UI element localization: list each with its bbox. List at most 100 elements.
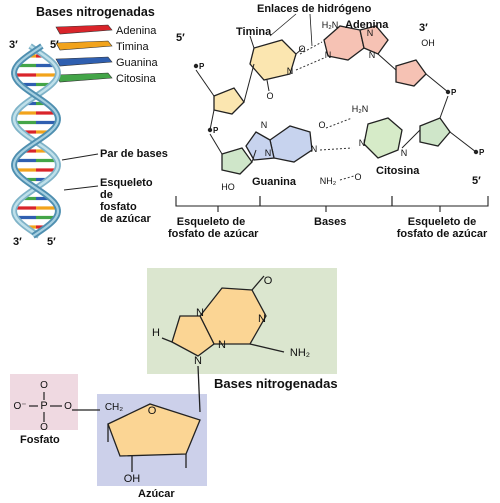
bracket-right-label: Esqueleto de fosfato de azúcar <box>396 216 488 240</box>
helix-end-5-bottom: 5′ <box>47 236 56 248</box>
phosphate-o-bottom-label: O <box>40 422 48 433</box>
phosphate-label: Fosfato <box>20 434 60 446</box>
legend-label-thymine: Timina <box>116 41 149 53</box>
adenine-n9-label: N <box>369 50 376 60</box>
thymine-co2-bond <box>266 79 270 92</box>
cytosine-n1-label: N <box>401 148 408 158</box>
thymine-o2-label: O <box>266 91 273 101</box>
cytosine-n3-label: N <box>359 138 366 148</box>
backbone-pointer <box>63 185 99 191</box>
base-pair-pointer <box>61 153 99 161</box>
guanine-n9-label: N <box>265 148 272 158</box>
legend-swatch-cytosine <box>55 72 113 83</box>
hydrogen-bond-4 <box>319 147 353 151</box>
sugar-hydroxyl-right: OH <box>421 38 435 48</box>
thymine-co-bond <box>295 47 304 55</box>
hbond-pointer-2 <box>309 13 313 47</box>
purine-amine-label: NH₂ <box>290 347 310 359</box>
adenine-n1-label: N <box>325 50 332 60</box>
adenine-n7-label: N <box>367 28 374 38</box>
purine-oxygen-label: O <box>264 275 273 287</box>
cytosine-ring <box>363 117 403 159</box>
end-5-left: 5′ <box>176 32 185 44</box>
phosphate-left-bottom-label: P <box>213 126 219 135</box>
glycosidic-bond-thymine <box>243 63 255 103</box>
thymine-n3-label: N <box>287 66 294 76</box>
phosphate-o-top-label: O <box>40 380 48 391</box>
end-5-right: 5′ <box>472 175 481 187</box>
legend-label-guanine: Guanina <box>116 57 158 69</box>
glycosidic-bond-guanine <box>251 149 257 163</box>
backbone-link-3 <box>209 133 223 155</box>
backbone-link-4 <box>425 73 449 93</box>
helix-end-3-top: 3′ <box>9 39 18 51</box>
legend-swatch-thymine <box>55 40 113 51</box>
purine-co-bond <box>251 275 265 291</box>
sugar-ring-right-top <box>395 59 427 87</box>
phosphate-o-right-label: O <box>64 401 72 412</box>
sugar-ring-oxygen: O <box>148 405 157 417</box>
hbond-pointer-1 <box>269 13 297 37</box>
purine-ch-bond <box>161 337 173 343</box>
sugar-ring-left-bottom <box>221 147 253 175</box>
adenine-label: Adenina <box>345 19 389 31</box>
purine-five-ring <box>171 315 215 357</box>
legend-label-cytosine: Citosina <box>116 73 156 85</box>
hydrogen-bond-2 <box>295 57 325 71</box>
sugar-hydroxyl-label: OH <box>124 473 141 485</box>
thymine-methyl-bond <box>249 35 255 49</box>
hydrogen-bonds-label: Enlaces de hidrógeno <box>257 3 372 15</box>
nucleotide-base-label: Bases nitrogenadas <box>214 376 338 391</box>
nucleotide-glycosidic-bond <box>197 365 201 413</box>
purine-n9-label: N <box>194 355 202 367</box>
phosphate-right-top-label: P <box>451 88 457 97</box>
purine-n7-label: N <box>196 307 204 319</box>
helix-backbone-strand-2-highlight <box>13 45 59 237</box>
guanine-amine-label: NH₂ <box>320 176 337 186</box>
cytosine-label: Citosina <box>376 165 420 177</box>
thymine-label: Timina <box>236 26 272 38</box>
sugar-ring-left-top <box>213 87 245 115</box>
legend-swatch-guanine <box>55 56 113 67</box>
glycosidic-bond-cytosine <box>401 129 421 149</box>
guanine-o-label: O <box>318 120 325 130</box>
backbone-link-6 <box>449 131 477 153</box>
bracket-left-label: Esqueleto de fosfato de azúcar <box>168 216 259 240</box>
phosphate-o-left-label: O⁻ <box>13 401 26 412</box>
guanine-label: Guanina <box>252 176 297 188</box>
phosphate-left-top <box>193 63 199 69</box>
purine-n1-label: N <box>258 313 266 325</box>
sugar-ch2-label: CH₂ <box>105 402 123 413</box>
legend-label-adenine: Adenina <box>116 25 157 37</box>
guanine-n7-label: N <box>261 120 268 130</box>
purine-n3-label: N <box>218 339 226 351</box>
bracket-backbone-left <box>175 196 261 212</box>
phosphate-p-label: P <box>40 400 47 412</box>
adenine-amine-label: H₂N <box>322 20 339 30</box>
phosphate-left-top-label: P <box>199 62 205 71</box>
helix-end-3-bottom: 3′ <box>13 236 22 248</box>
bracket-backbone-right <box>391 196 489 212</box>
legend-title: Bases nitrogenadas <box>36 5 155 19</box>
purine-h-label: H <box>152 327 160 339</box>
hydrogen-bond-1 <box>299 41 323 55</box>
sugar-label: Azúcar <box>138 488 175 500</box>
base-pair-label: Par de bases <box>100 148 168 160</box>
sugar-pentagon <box>107 403 201 457</box>
helix-end-5-top: 5′ <box>50 39 59 51</box>
guanine-n1-label: N <box>311 144 318 154</box>
backbone-link-1 <box>195 69 215 97</box>
backbone-link-5 <box>439 95 449 119</box>
thymine-ring <box>249 39 297 81</box>
bracket-bases <box>259 196 393 212</box>
adenine-five-ring <box>359 25 389 55</box>
backbone-link-2 <box>209 109 215 131</box>
sugar-hydroxyl-left: HO <box>221 182 235 192</box>
guanine-five-ring <box>245 131 275 161</box>
hydrogen-bond-5 <box>339 175 355 181</box>
phosphate-right-bottom-label: P <box>479 148 485 157</box>
purine-amine-bond <box>249 343 285 353</box>
end-3-right: 3′ <box>419 22 428 34</box>
